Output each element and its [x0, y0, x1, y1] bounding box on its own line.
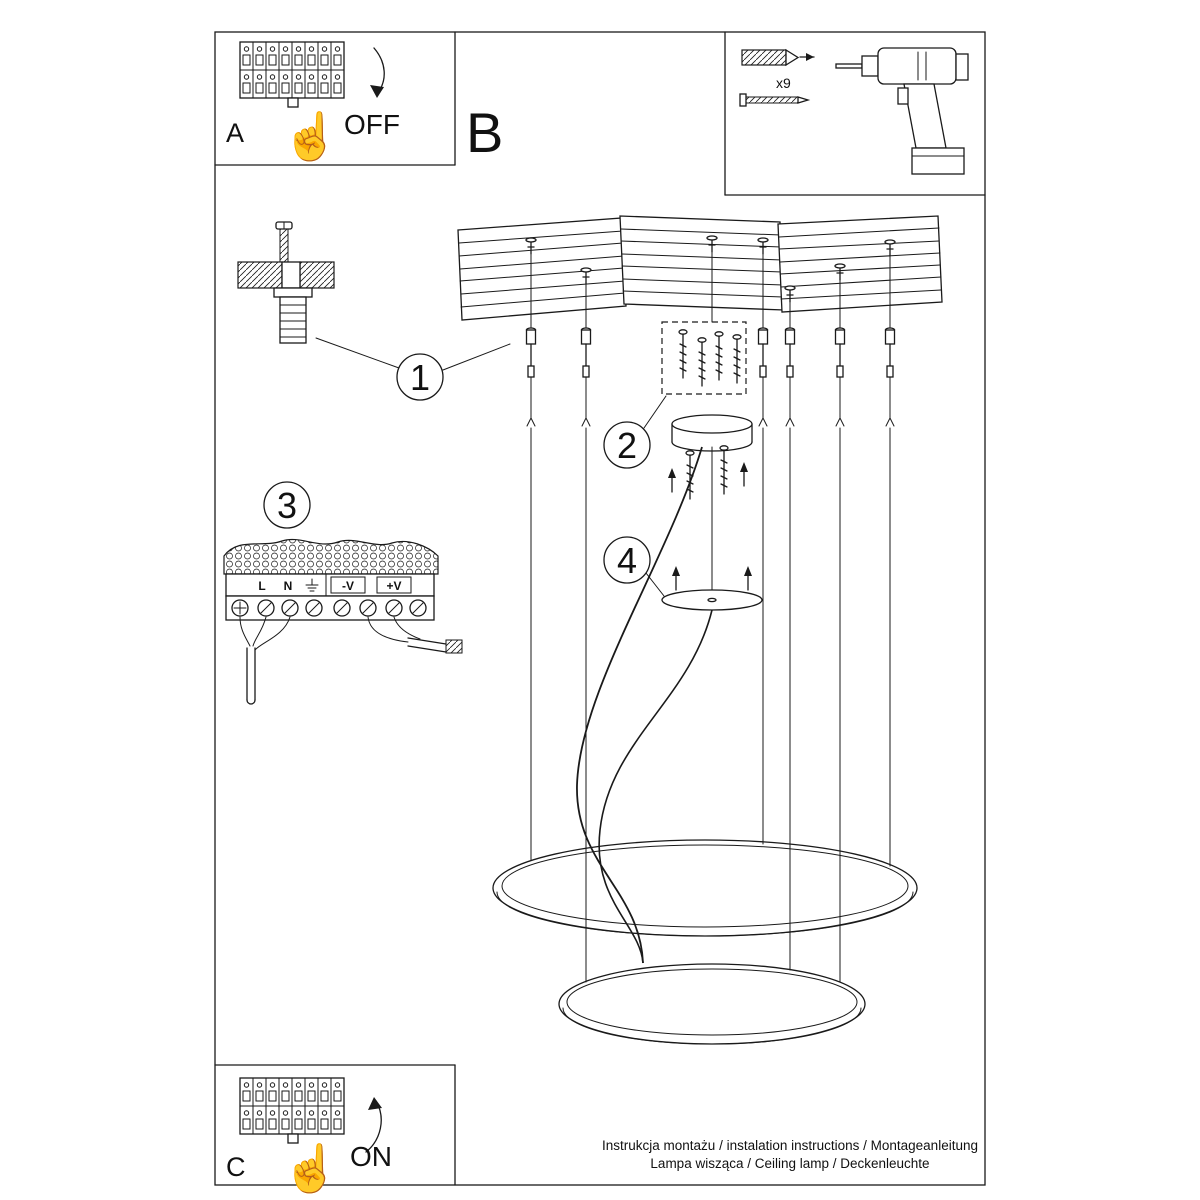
screw-icon	[739, 93, 811, 107]
step-4-number: 4	[617, 540, 637, 581]
step-3-number: 3	[277, 485, 297, 526]
panel-c-breaker-on: ☝ ON C	[214, 1064, 456, 1196]
hand-icon: ☝	[282, 108, 339, 164]
supply-wires	[239, 616, 291, 705]
terminal-l-label: L	[258, 579, 265, 593]
terminal-screws	[231, 599, 427, 617]
hand-icon: ☝	[282, 1140, 339, 1196]
hardware-box: x9	[724, 31, 986, 196]
anchor-quantity-label: x9	[776, 75, 791, 91]
breaker-panel-icon	[240, 1078, 344, 1143]
footer-text: Instrukcja montażu / instalation instruc…	[602, 1138, 978, 1171]
step-3-callout: 3	[263, 481, 311, 529]
step-4-callout: 4	[603, 536, 665, 597]
terminal-plus-v-label: +V	[386, 579, 401, 593]
step-1-callout: 1	[315, 337, 511, 401]
panel-a-breaker-off: ☝ OFF A	[214, 31, 456, 166]
panel-c-label: C	[226, 1152, 246, 1182]
step-2-number: 2	[617, 425, 637, 466]
panel-a-label: A	[226, 118, 244, 148]
terminal-block: L N -V +V	[223, 539, 463, 705]
terminal-minus-v-label: -V	[342, 579, 354, 593]
footer-line-2: Lampa wisząca / Ceiling lamp / Deckenleu…	[650, 1156, 929, 1171]
drill-icon	[835, 47, 969, 175]
anchor-links	[530, 251, 891, 331]
earth-icon	[305, 578, 319, 592]
panel-b-label: B	[466, 101, 503, 164]
on-label: ON	[350, 1141, 392, 1172]
breaker-panel-icon	[240, 42, 344, 107]
footer-line-1: Instrukcja montażu / instalation instruc…	[602, 1138, 978, 1153]
lamp-rings	[492, 839, 918, 1045]
ceiling-planks	[457, 215, 943, 321]
suspension-wires	[530, 427, 891, 983]
step-1-number: 1	[410, 357, 430, 398]
off-label: OFF	[344, 109, 400, 140]
lamp-wires	[367, 616, 463, 654]
step-2-callout: 2	[603, 395, 667, 469]
mounting-screws-detail	[661, 321, 747, 395]
terminal-n-label: N	[284, 579, 293, 593]
anchor-cross-section	[237, 221, 335, 344]
ceiling-texture	[223, 539, 439, 575]
wall-plug-icon	[741, 48, 815, 67]
